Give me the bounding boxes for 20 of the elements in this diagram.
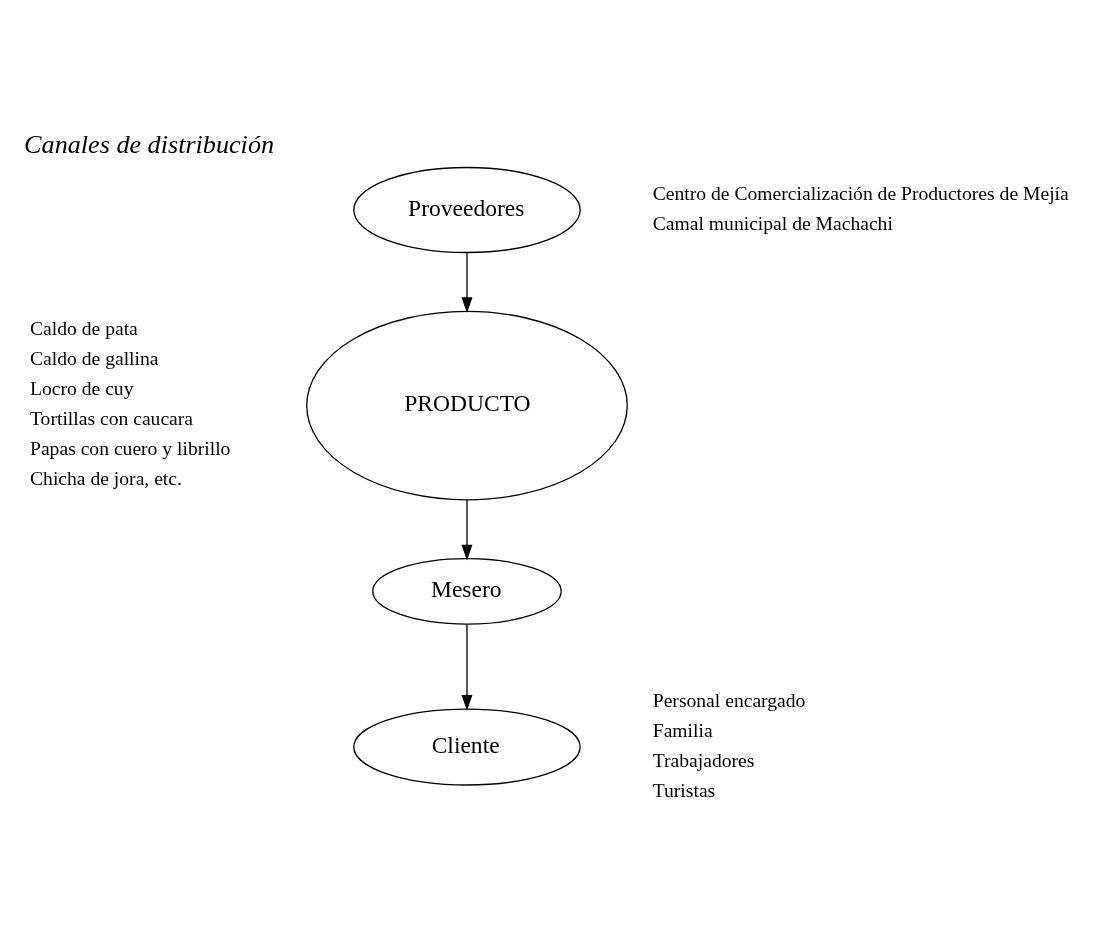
node-label: Tortillas con caucara xyxy=(30,407,194,429)
node-label: Caldo de pata xyxy=(30,317,138,339)
node-label: Camal municipal de Machachi xyxy=(652,212,893,234)
node-label: Trabajadores xyxy=(652,749,755,771)
node-ellipse: Cliente xyxy=(353,707,581,786)
arrow xyxy=(461,498,473,560)
arrow xyxy=(461,251,473,313)
node-label: Familia xyxy=(652,719,713,741)
node-ellipse: Mesero xyxy=(372,557,562,625)
node-ellipse: Proveedores xyxy=(353,166,581,253)
node-ellipse: PRODUCTO xyxy=(306,310,628,500)
node-label: Locro de cuy xyxy=(30,377,134,399)
node-label: Papas con cuero y librillo xyxy=(30,437,231,459)
node-label: Personal encargado xyxy=(652,688,806,710)
node-label: Caldo de gallina xyxy=(30,347,159,369)
node-label: Centro de Comercialización de Productores de Mejía xyxy=(652,182,1069,204)
arrow xyxy=(461,623,473,711)
diagram-title: Canales de distribución xyxy=(24,129,275,159)
node-label: Chicha de jora, etc. xyxy=(30,467,182,489)
node-label: Turistas xyxy=(652,779,716,801)
